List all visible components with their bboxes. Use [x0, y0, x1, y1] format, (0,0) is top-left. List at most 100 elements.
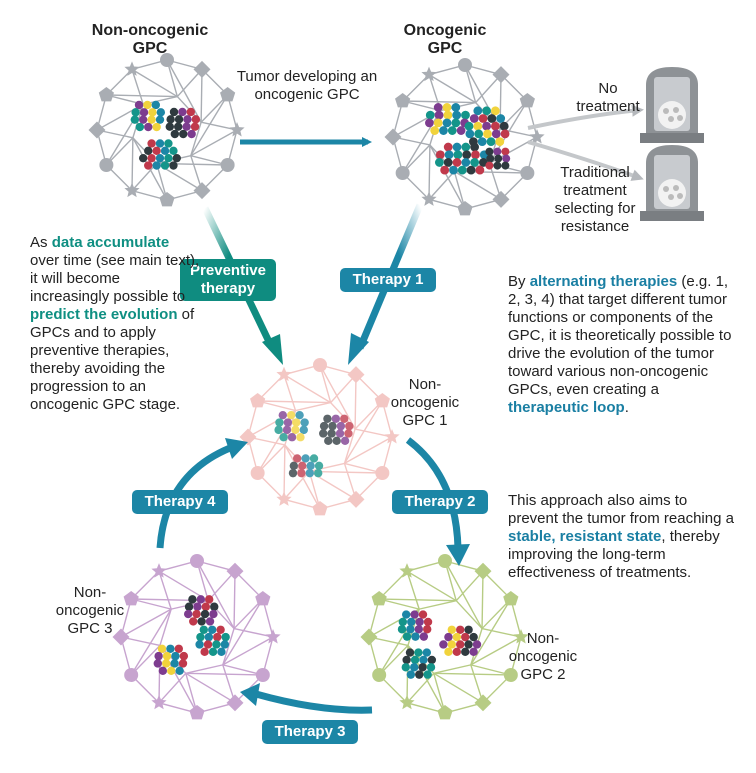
cell-dot — [205, 617, 215, 626]
cell-dot — [275, 418, 284, 427]
cell-dot — [418, 610, 428, 619]
cell-dot — [287, 410, 296, 420]
network-edge — [419, 600, 457, 610]
cell-dot — [196, 632, 205, 642]
cell-dot — [501, 147, 510, 156]
network-node — [160, 53, 174, 67]
cell-dot — [451, 118, 461, 128]
network-edge — [470, 636, 522, 666]
network-node — [347, 490, 365, 508]
cell-dot — [444, 150, 454, 160]
cell-dot — [483, 129, 492, 139]
cell-dot — [160, 146, 170, 156]
network-edge — [233, 571, 236, 629]
network-node — [474, 694, 492, 712]
network-node — [313, 358, 327, 372]
network-node — [372, 668, 387, 682]
cell-dot — [485, 161, 494, 170]
network-node — [529, 129, 545, 144]
cell-dot — [443, 142, 453, 152]
cell-dot — [208, 625, 217, 634]
tombstone-icon — [640, 67, 704, 143]
cell-dot — [474, 129, 484, 139]
cell-dot — [179, 651, 189, 661]
right-explanation-2: This approach also aims to prevent the t… — [508, 492, 734, 581]
cell-dot — [328, 421, 337, 431]
cell-dot — [221, 632, 230, 642]
cell-dot — [493, 161, 502, 170]
cell-dot — [205, 595, 214, 604]
cell-dot — [323, 414, 332, 423]
cell-dot — [139, 115, 148, 124]
network-edge — [379, 598, 420, 610]
cell-dot — [452, 632, 462, 642]
cell-dot — [464, 625, 473, 634]
cell-dot — [486, 154, 495, 163]
cell-dot — [418, 663, 427, 672]
cell-dot — [427, 655, 437, 665]
non-oncogenic-gpc-network — [88, 53, 245, 207]
network-node — [250, 393, 266, 408]
cell-dot — [184, 602, 194, 611]
cell-dot — [461, 142, 471, 152]
cell-dot — [472, 640, 482, 649]
cell-dot — [151, 100, 160, 110]
cell-dot — [464, 640, 473, 649]
cell-dot — [186, 107, 195, 117]
cell-dot — [414, 648, 423, 657]
cell-dot — [471, 150, 480, 160]
network-edge — [402, 110, 442, 174]
cell-dot — [148, 108, 157, 117]
cell-dot — [423, 670, 432, 679]
therapy-2-badge: Therapy 2 — [392, 490, 488, 514]
cell-dot — [295, 410, 304, 420]
network-node — [421, 191, 437, 206]
arrow-no-treatment — [527, 104, 644, 130]
cell-dot — [434, 110, 444, 120]
cell-dot — [188, 595, 197, 604]
network-node — [520, 166, 535, 180]
network-edge — [344, 436, 393, 465]
network-outline — [392, 64, 538, 210]
network-edge — [481, 627, 522, 638]
network-node — [124, 668, 139, 682]
network-node — [226, 694, 244, 712]
cell-dot — [187, 129, 196, 139]
cell-dot — [301, 454, 310, 463]
label-gpc3: Non-oncogenic GPC 3 — [55, 584, 125, 637]
left-explanation: As data accumulate over time (see main t… — [30, 234, 200, 413]
cell-dot — [435, 150, 445, 160]
network-edge — [222, 628, 235, 666]
cell-dot — [164, 139, 173, 148]
cell-dot — [442, 118, 452, 128]
right-explanation: By alternating therapies (e.g. 1, 2, 3, … — [508, 273, 732, 416]
cell-dot — [426, 663, 436, 672]
network-node — [276, 366, 292, 382]
network-node — [395, 166, 410, 180]
cell-dot — [201, 602, 211, 611]
cell-dot — [282, 425, 292, 435]
cell-dot — [452, 110, 462, 120]
network-edge — [159, 608, 172, 646]
network-node — [255, 668, 270, 682]
cell-dot — [204, 632, 214, 642]
cell-dot — [340, 436, 350, 446]
cell-dot — [407, 617, 416, 627]
label-traditional-treatment: Traditional treatment selecting for resi… — [554, 164, 636, 235]
network-node — [399, 563, 415, 578]
network-edge — [200, 69, 203, 123]
network-edge — [120, 608, 172, 638]
network-node — [492, 66, 510, 84]
network-node — [239, 428, 257, 446]
cell-dot — [435, 158, 444, 167]
cell-dot — [470, 158, 479, 167]
cell-dot — [135, 122, 145, 132]
cell-dot — [493, 147, 502, 156]
network-edge — [130, 608, 172, 676]
cell-dot — [217, 647, 226, 657]
network-node — [98, 87, 114, 102]
label-gpc1: Non-oncogenic GPC 1 — [390, 376, 460, 429]
cell-dot — [166, 644, 175, 653]
network-edge — [454, 170, 528, 174]
